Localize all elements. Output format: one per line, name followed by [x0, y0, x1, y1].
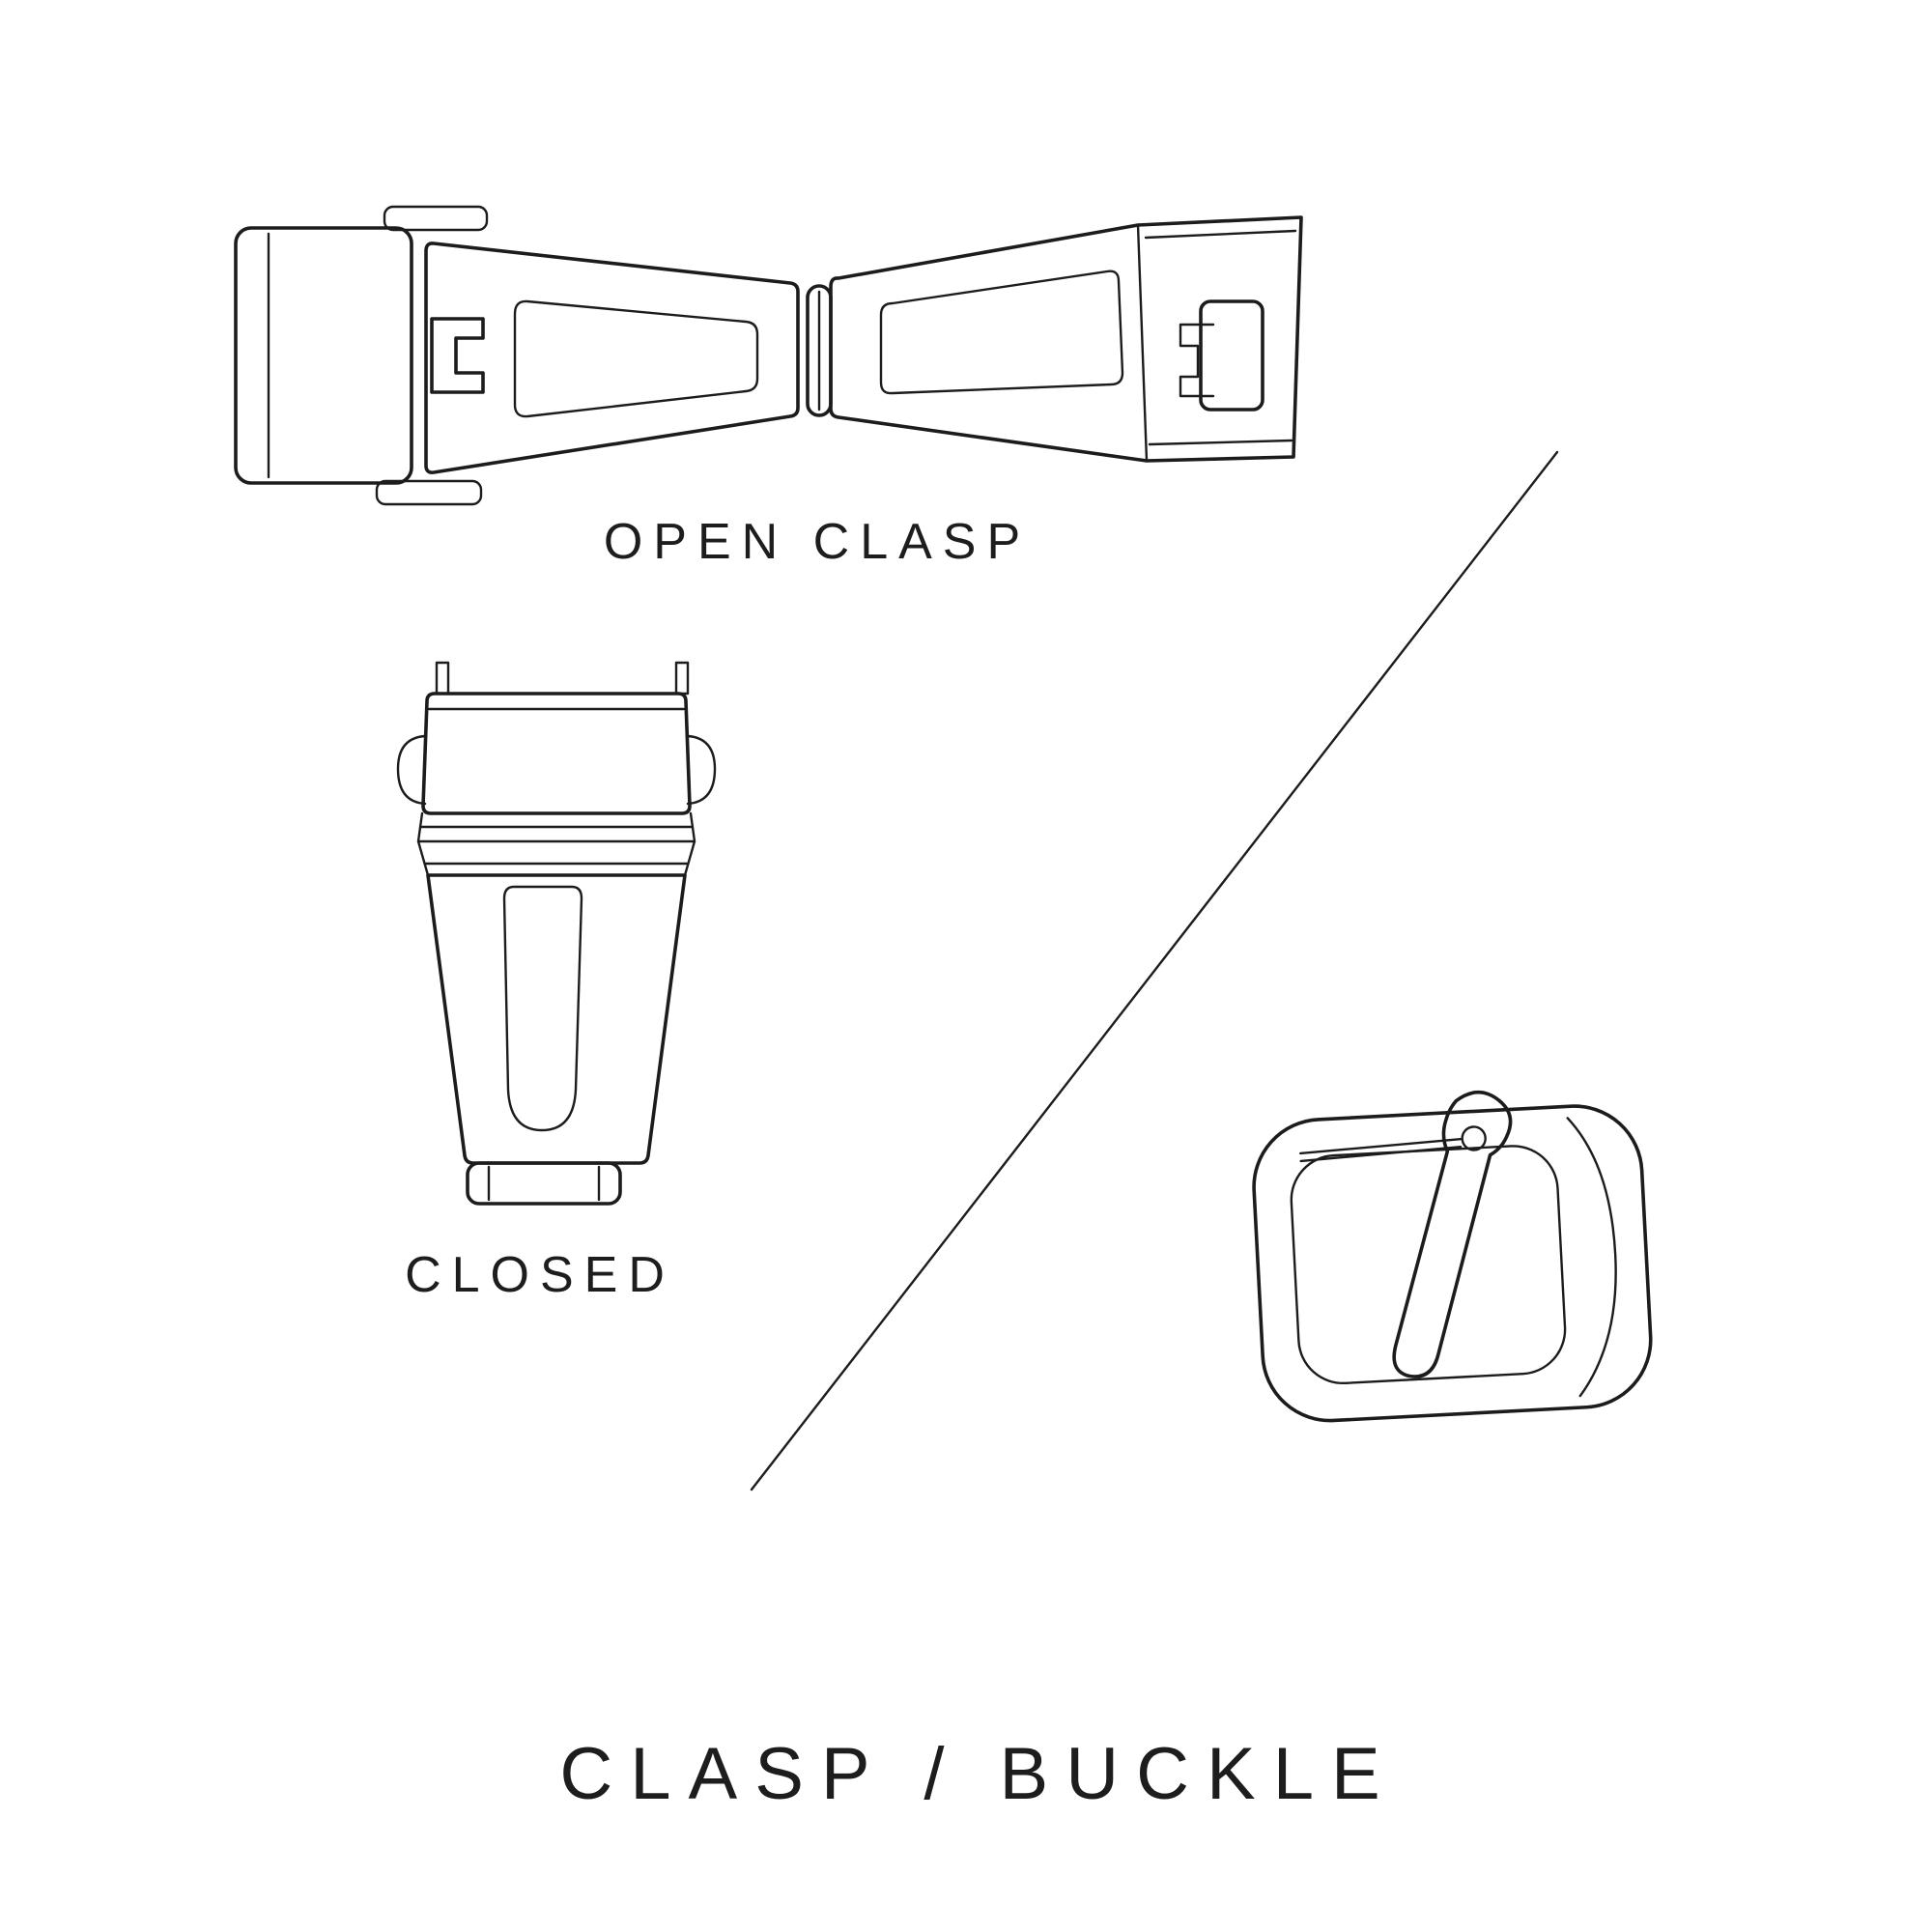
open-clasp-illustration [234, 205, 1303, 506]
closed-clasp-left-prong [435, 661, 450, 696]
open-clasp-left-plate [424, 242, 800, 474]
buckle-inner-frame [1290, 1145, 1567, 1385]
buckle-pin-bar [1299, 1138, 1463, 1163]
closed-clasp-top-cover [421, 692, 692, 815]
buckle-outer-frame [1252, 1104, 1653, 1423]
buckle-band-edge [1566, 1117, 1617, 1398]
open-clasp-right-bottom-edge [1148, 439, 1293, 446]
closed-clasp-foot-lines [487, 1165, 601, 1202]
closed-clasp-right-ear [686, 734, 717, 806]
open-clasp-label: OPEN CLASP [604, 514, 1031, 570]
closed-clasp-band-sides [416, 811, 696, 877]
open-clasp-right-plate [829, 215, 1303, 463]
open-clasp-catch [1179, 323, 1215, 398]
open-clasp-left-plate-inner [513, 299, 759, 418]
open-clasp-left-box [234, 226, 413, 485]
closed-clasp-foot [466, 1161, 622, 1206]
diagonal-divider [750, 450, 1559, 1492]
closed-clasp-illustration [396, 661, 717, 1206]
open-clasp-right-divider [1136, 223, 1149, 463]
open-clasp-right-top-edge [1144, 229, 1297, 240]
closed-clasp-left-ear [396, 734, 427, 806]
closed-clasp-slot [502, 885, 583, 1132]
buckle-tang-loop-hole [1461, 1125, 1487, 1151]
open-clasp-bottom-tab [375, 479, 483, 506]
open-clasp-top-tab [383, 205, 489, 232]
closed-clasp-right-prong [674, 661, 690, 696]
open-clasp-latch-hook [430, 317, 485, 394]
tang-buckle-illustration [1252, 1090, 1653, 1423]
buckle-tang [1392, 1090, 1513, 1378]
closed-label: CLOSED [405, 1247, 675, 1303]
closed-clasp-body [426, 873, 687, 1165]
open-clasp-right-plate-inner [879, 270, 1124, 395]
open-clasp-keeper [1199, 299, 1264, 412]
page-title: CLASP / BUCKLE [559, 1733, 1397, 1815]
